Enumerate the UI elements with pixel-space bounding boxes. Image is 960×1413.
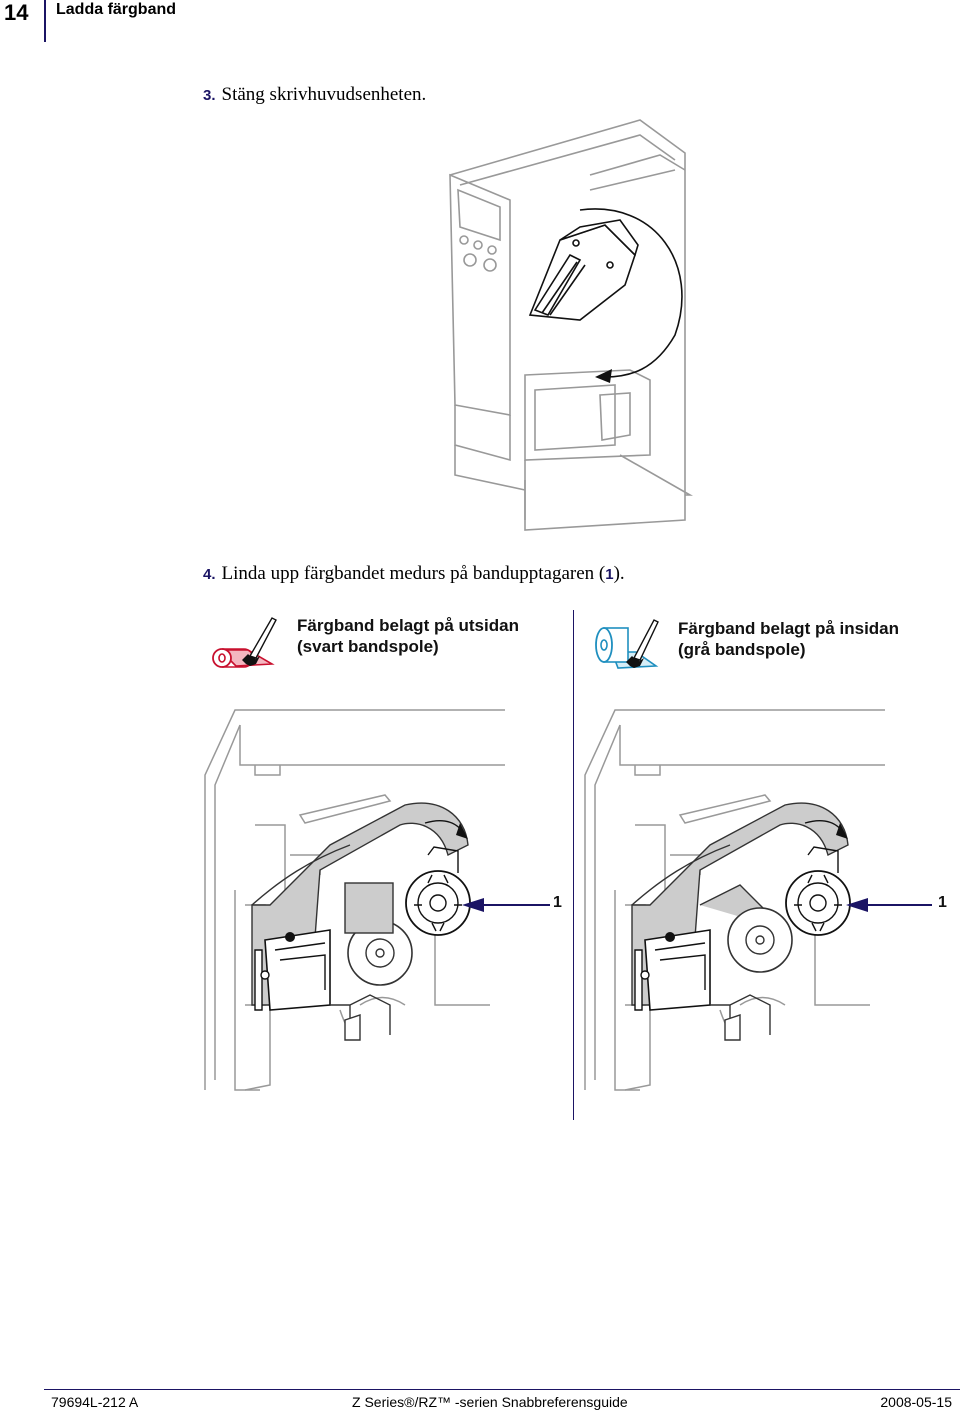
step-number: 4. (203, 566, 216, 583)
footer-guide-title: Z Series®/RZ™ -serien Snabbreferensguide (352, 1394, 628, 1410)
ribbon-path-outside-illustration (204, 709, 505, 1091)
printhead-closing-illustration (449, 119, 694, 531)
step-3: 3. Stäng skrivhuvudsenheten. (203, 84, 426, 106)
caption-line: Färgband belagt på utsidan (297, 616, 519, 635)
ribbon-inside-icon (595, 619, 659, 669)
header-rule (44, 0, 46, 42)
ribbon-path-inside-illustration (584, 709, 885, 1091)
caption-line: (svart bandspole) (297, 637, 439, 656)
step-4: 4. Linda upp färgbandet medurs på bandupp… (203, 563, 625, 585)
callout-number-left: 1 (553, 894, 562, 911)
callout-arrow-left (462, 898, 550, 912)
step-text-suffix: ). (613, 563, 625, 584)
caption-line: (grå bandspole) (678, 640, 806, 659)
callout-reference: 1 (605, 566, 614, 583)
footer-rule (44, 1389, 960, 1390)
column-divider (573, 610, 574, 1120)
section-title: Ladda färgband (56, 1, 177, 18)
footer-doc-number: 79694L-212 A (51, 1394, 139, 1410)
step-text: Stäng skrivhuvudsenheten. (221, 84, 427, 105)
page-number: 14 (4, 0, 29, 25)
caption-inside-coated: Färgband belagt på insidan (grå bandspol… (678, 618, 899, 660)
caption-line: Färgband belagt på insidan (678, 619, 900, 638)
callout-number-right: 1 (938, 894, 947, 911)
step-number: 3. (203, 87, 216, 104)
callout-arrow-right (846, 898, 932, 912)
footer-date: 2008-05-15 (880, 1394, 952, 1410)
step-text: Linda upp färgbandet medurs på banduppta… (221, 563, 606, 584)
ribbon-outside-icon (212, 617, 277, 668)
caption-outside-coated: Färgband belagt på utsidan (svart bandsp… (297, 615, 519, 657)
